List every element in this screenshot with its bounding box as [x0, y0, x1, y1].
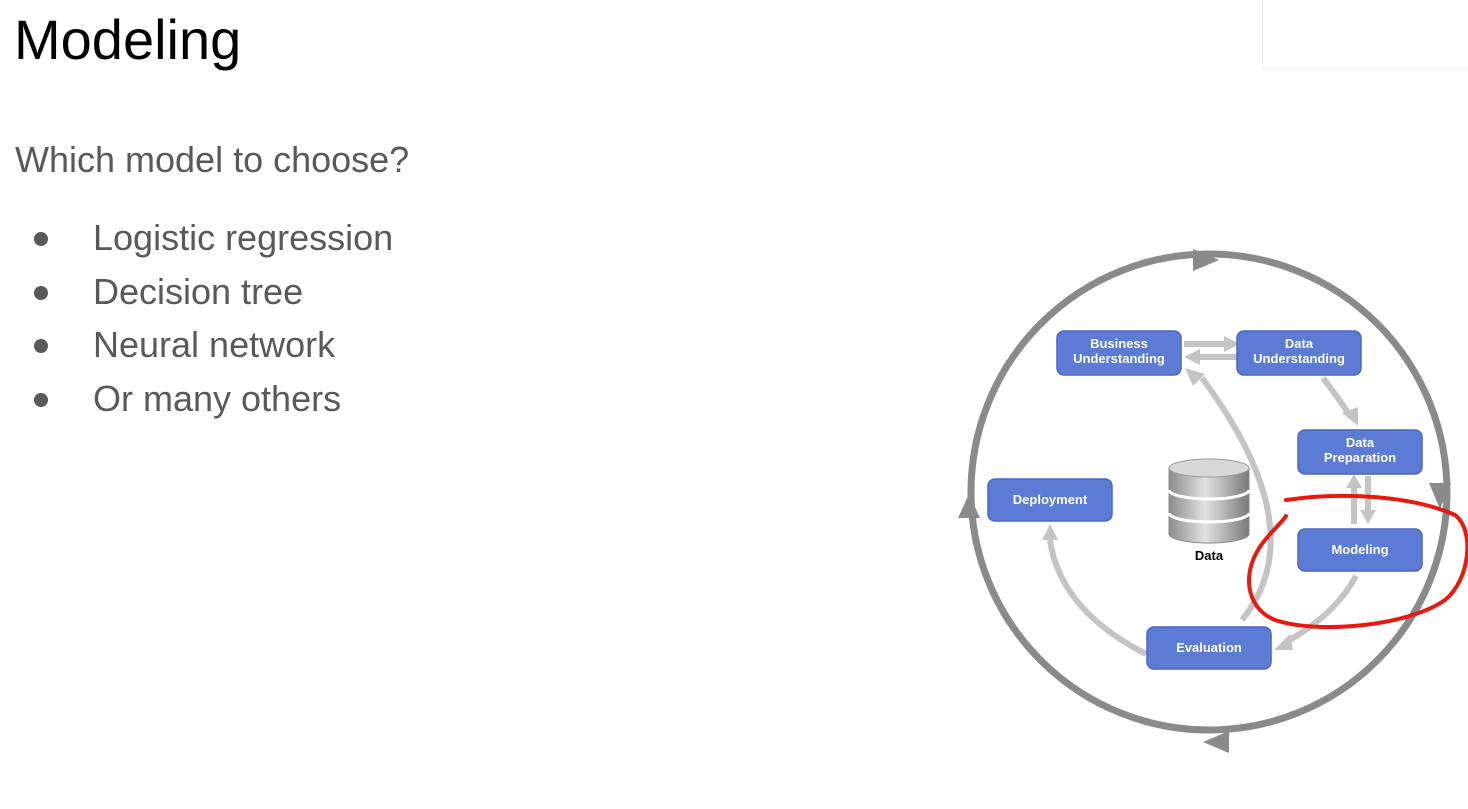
phase-business-understanding: Business Understanding [1056, 330, 1182, 376]
phase-data-preparation: Data Preparation [1297, 429, 1423, 475]
arrow-head-up-icon [1346, 474, 1362, 488]
phase-label: Modeling [1331, 542, 1388, 557]
inner-arrows [1042, 336, 1376, 657]
cycle-arrow-top-icon [1193, 249, 1219, 271]
corner-placeholder [1262, 0, 1468, 69]
arrow-head-down-icon [1360, 510, 1376, 524]
phase-label: Understanding [1253, 351, 1345, 366]
bullet-icon [34, 285, 48, 300]
slide-question: Which model to choose? [15, 139, 410, 180]
list-item-label: Or many others [93, 377, 342, 419]
bullet-icon [34, 232, 48, 246]
arrow-head-right-icon [1224, 336, 1240, 352]
phase-label: Understanding [1073, 351, 1165, 366]
crisp-dm-diagram: Business Understanding Data Understandin… [958, 249, 1468, 753]
arrow-evaluation-to-deployment [1047, 539, 1148, 657]
database-icon [1167, 458, 1251, 544]
phase-deployment: Deployment [987, 478, 1113, 522]
arrow-understanding-to-preparation [1320, 376, 1353, 418]
list-item-label: Neural network [93, 324, 336, 365]
list-item-label: Decision tree [93, 270, 304, 312]
cycle-arrow-bottom-icon [1203, 731, 1229, 753]
phase-label: Preparation [1324, 450, 1396, 465]
phase-data-understanding: Data Understanding [1236, 330, 1362, 376]
cycle-arrow-right-icon [1429, 483, 1451, 509]
arrow-modeling-to-evaluation [1284, 574, 1359, 645]
slide-title: Modeling [14, 8, 242, 71]
phase-label: Evaluation [1176, 640, 1242, 655]
phase-evaluation: Evaluation [1146, 626, 1272, 670]
arrow-head-left-icon [1184, 349, 1200, 365]
highlight-annotation [1247, 493, 1468, 629]
phase-label: Deployment [1013, 492, 1088, 507]
phase-label: Business [1090, 336, 1148, 351]
phase-modeling: Modeling [1297, 528, 1423, 572]
cycle-arrow-left-icon [958, 494, 980, 518]
phase-label: Data [1285, 336, 1314, 351]
arrow-head-up-left-icon [1185, 368, 1205, 386]
arrow-head-up-icon [1042, 524, 1058, 540]
arrow-head-down-left-icon [1274, 634, 1293, 650]
arrow-evaluation-to-business-understanding [1199, 376, 1274, 622]
phase-label: Data [1346, 435, 1375, 450]
list-item-label: Logistic regression [93, 217, 394, 258]
data-label: Data [1195, 548, 1224, 563]
arrow-head-down-icon [1342, 407, 1358, 426]
bullet-icon [34, 392, 48, 407]
bullet-icon [34, 339, 48, 353]
